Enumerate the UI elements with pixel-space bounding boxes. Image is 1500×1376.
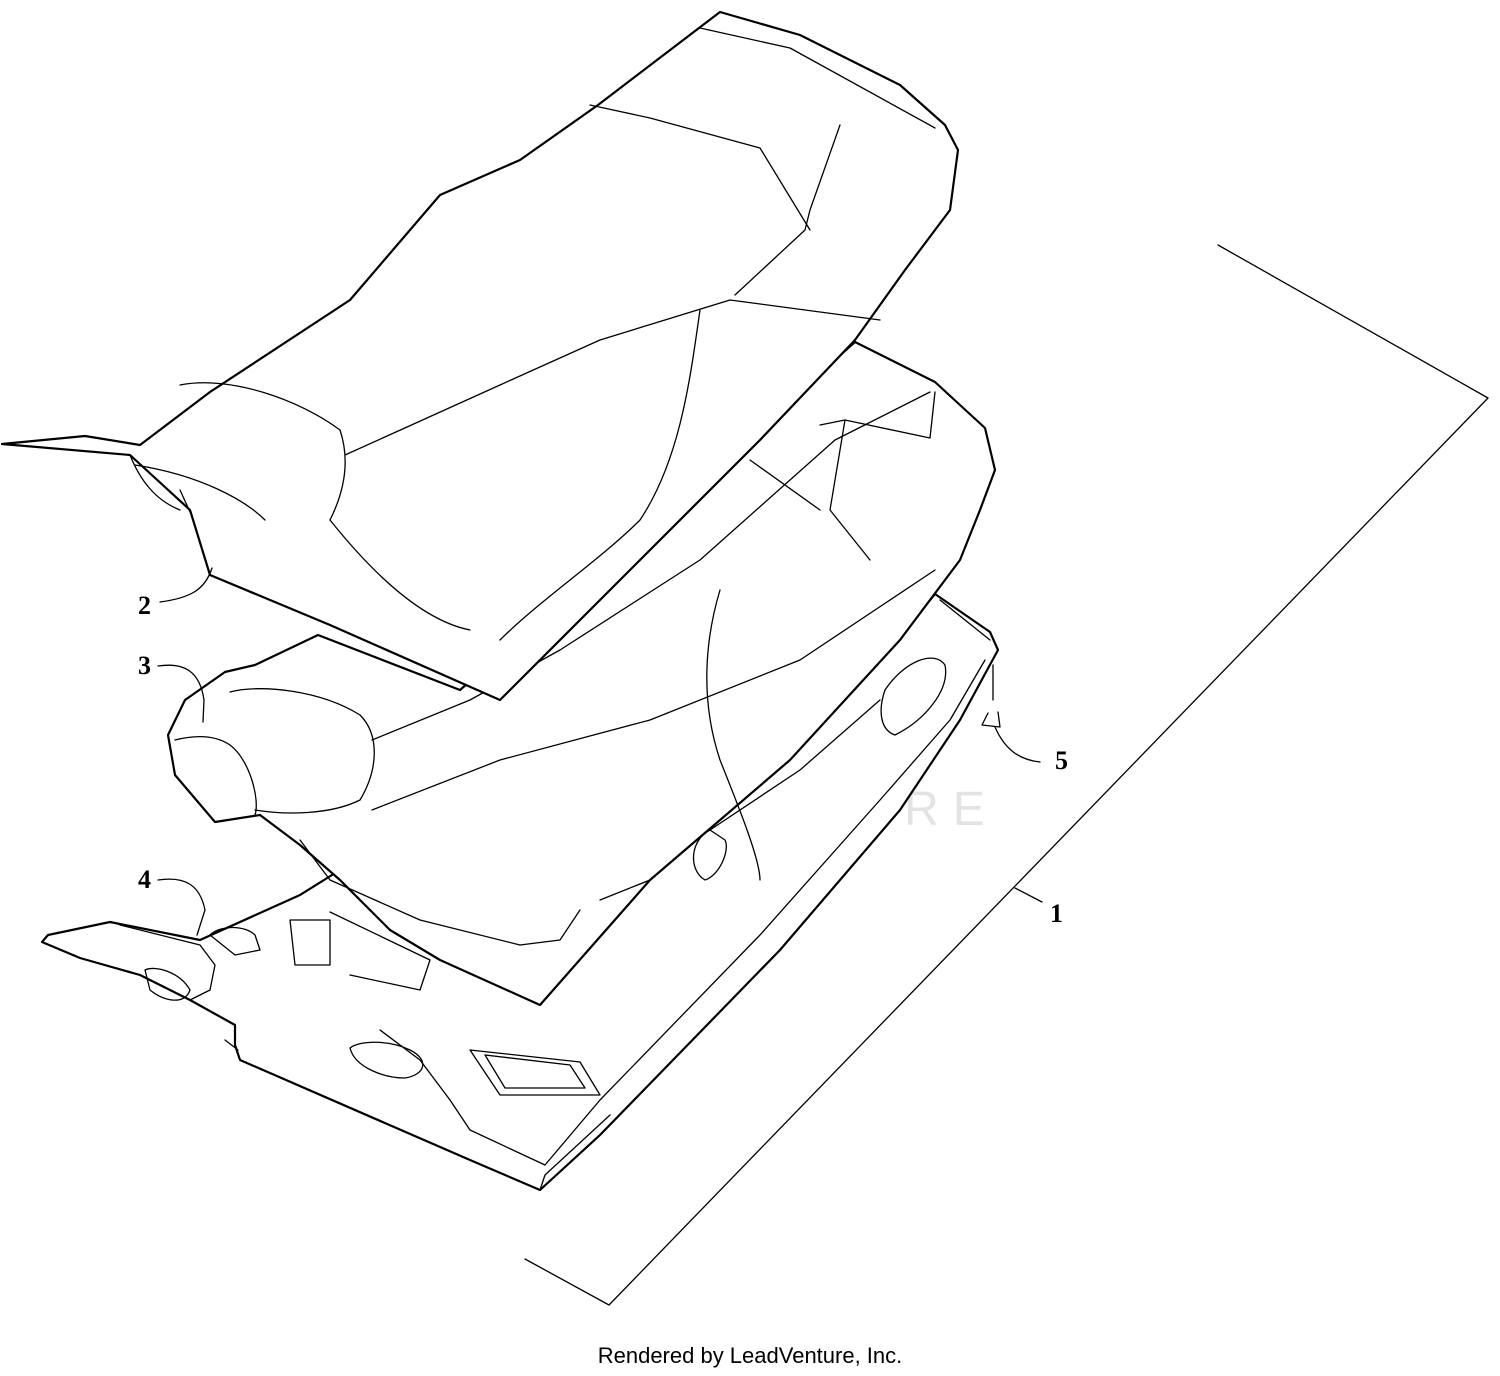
callout-labels: 2 3 4 5 1 <box>138 591 1068 928</box>
callout-5: 5 <box>1055 746 1068 775</box>
leader-line-5 <box>994 726 1041 763</box>
callout-2: 2 <box>138 591 151 620</box>
part-1-bracket <box>524 244 1489 1306</box>
callout-1: 1 <box>1050 899 1063 928</box>
render-credit: Rendered by LeadVenture, Inc. <box>597 1343 903 1368</box>
seat-cover-part-2 <box>0 10 960 702</box>
seat-foam-part-3 <box>166 340 997 1007</box>
callout-3: 3 <box>138 651 151 680</box>
leader-line-2 <box>159 567 213 603</box>
callout-4: 4 <box>138 865 151 894</box>
leader-line-4 <box>157 878 206 936</box>
clip-part-5 <box>981 664 1001 728</box>
leader-line-3 <box>157 664 205 723</box>
leader-lines <box>157 567 1041 936</box>
